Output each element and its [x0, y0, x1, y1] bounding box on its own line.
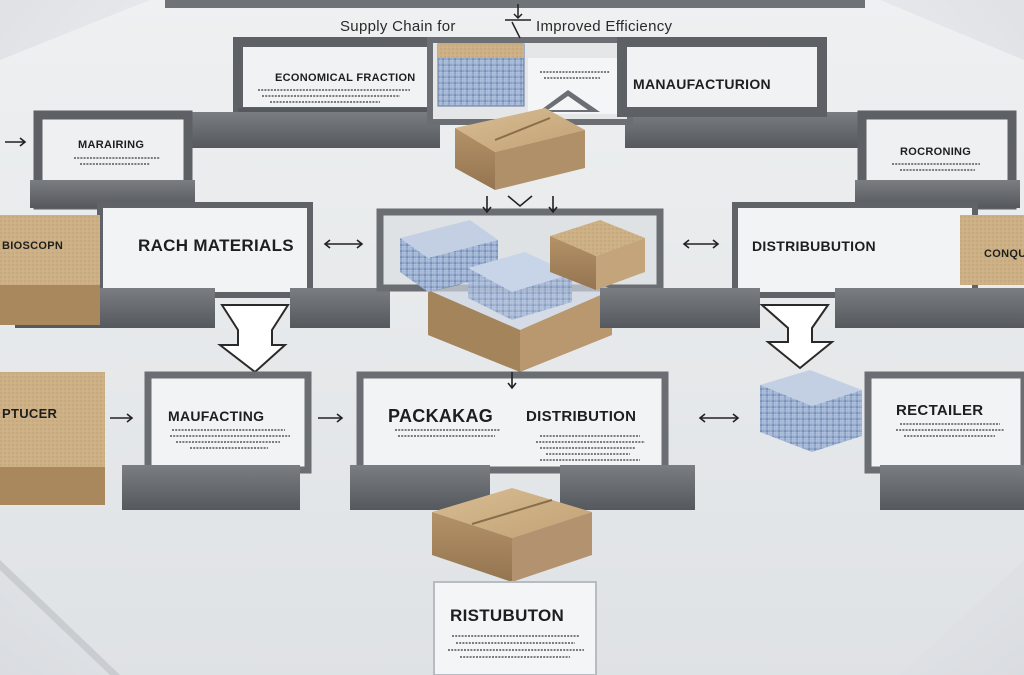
top-left-box-label: ECONOMICAL FRACTION [275, 72, 416, 84]
retailer-label: RECTAILER [896, 402, 984, 419]
arrow-right [110, 413, 134, 423]
bottom-card-label: RISTUBUTON [450, 606, 565, 625]
platform-edge [0, 560, 120, 675]
wall [625, 112, 880, 148]
hollow-arrow-down [759, 304, 835, 370]
cardboard-cube [550, 220, 645, 290]
distribution-right-label: DISTRIBUBUTION [752, 238, 876, 254]
wall [180, 112, 440, 148]
left-box [30, 110, 195, 210]
left-box-label: MARAIRING [78, 139, 145, 151]
retailer-panel [864, 371, 1024, 510]
arrow-right [5, 137, 27, 147]
title-left: Supply Chain for [340, 18, 456, 35]
arrow-double [682, 239, 720, 249]
arrow-down [482, 195, 558, 214]
raw-materials-label: RACH MATERIALS [138, 236, 294, 255]
distribution-right-panel [600, 202, 1024, 328]
top-right-box [617, 37, 827, 117]
top-right-box-label: MANAUFACTURION [633, 76, 771, 92]
raw-materials-panel [15, 202, 390, 328]
right-box [855, 110, 1020, 210]
producer-box [0, 372, 105, 505]
edge-left-label: BIOSCOPN [2, 240, 64, 252]
glass-cube [468, 252, 572, 320]
top-center-card [427, 37, 633, 125]
producer-label: PTUCER [2, 406, 58, 421]
edge-left-box [0, 215, 100, 325]
arrow-double [323, 239, 364, 249]
arrow-double [698, 413, 740, 423]
distribution-center-label: DISTRIBUTION [526, 408, 637, 425]
arrow-right [318, 413, 344, 423]
glass-cube [760, 370, 862, 452]
edge-right-label: CONQUI [984, 248, 1024, 260]
title-arrow [505, 4, 531, 39]
top-bar [165, 0, 865, 8]
bottom-card [433, 581, 597, 675]
cardboard-box [455, 108, 585, 190]
manufacturing-label: MAUFACTING [168, 408, 265, 424]
right-box-label: ROCRONING [900, 146, 972, 158]
manufacturing-panel [122, 371, 312, 510]
cardboard-box [432, 488, 592, 582]
hollow-arrow-down [217, 304, 290, 374]
edge-right-box [960, 215, 1024, 285]
title-right: Improved Efficiency [536, 18, 673, 35]
packaging-label: PACKAKAG [388, 406, 494, 426]
